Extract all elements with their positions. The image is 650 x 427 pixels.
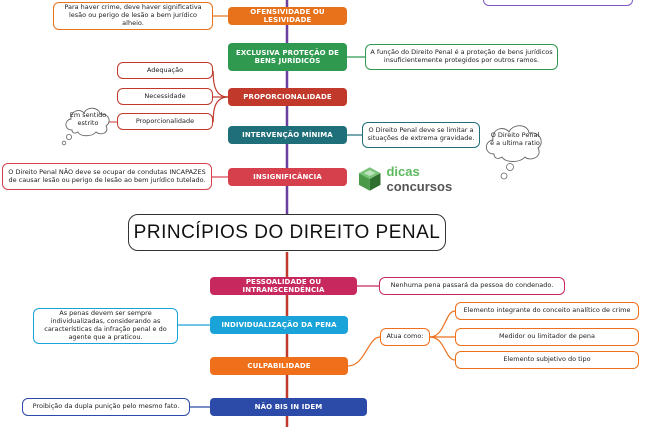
necessidade-box: Necessidade [117, 88, 213, 105]
cloud-sentido-estrito [65, 107, 110, 137]
cropped-note-box [483, 0, 633, 6]
node-insignificancia: INSIGNIFICÂNCIA [228, 168, 347, 186]
atua-como-box: Atua como: [380, 328, 430, 346]
insignificancia-note: O Direito Penal NÃO deve se ocupar de co… [2, 163, 212, 190]
adequacao-box: Adequação [117, 62, 213, 79]
node-exclusiva-protecao: EXCLUSIVA PROTEÇÃO DE BENS JURÍDICOS [228, 43, 347, 71]
elemento-subjetivo-box: Elemento subjetivo do tipo [455, 351, 639, 369]
elemento-integrante-box: Elemento integrante do conceito analític… [455, 302, 639, 320]
node-pessoalidade: PESSOALIDADE OU INTRANSCENDÊNCIA [210, 277, 357, 295]
cloud-tail-right [500, 163, 514, 180]
cloud-tail-left [61, 134, 72, 146]
brand-cube-icon [358, 167, 381, 191]
exclusiva-note: A função do Direito Penal é a proteção d… [365, 44, 558, 70]
node-non-bis-in-idem: NÃO BIS IN IDEM [210, 398, 367, 416]
sentido-estrito-text: Em sentido estrito [69, 111, 107, 127]
brand-name: dicas concursos [386, 164, 487, 194]
individualizacao-note: As penas devem ser sempre individualizad… [33, 308, 178, 344]
node-ofensividade: OFENSIVIDADE OU LESIVIDADE [228, 7, 347, 25]
cloud-ultima-ratio [485, 125, 542, 162]
medidor-box: Medidor ou limitador de pena [455, 328, 639, 346]
ultima-ratio-text: O Direito Penal é a ultima ratio [490, 131, 540, 147]
brand-logo: dicas concursos [357, 164, 487, 194]
proporcionalidade-estrito-box: Proporcionalidade [117, 113, 213, 130]
pessoalidade-note: Nenhuma pena passará da pessoa do conden… [379, 277, 565, 295]
ofensividade-note: Para haver crime, deve haver significati… [53, 2, 213, 30]
node-proporcionalidade: PROPORCIONALIDADE [228, 88, 347, 106]
node-intervencao-minima: INTERVENÇÃO MÍNIMA [228, 126, 347, 144]
page-title: PRINCÍPIOS DO DIREITO PENAL [128, 214, 446, 251]
node-culpabilidade: CULPABILIDADE [210, 357, 348, 375]
intervencao-note: O Direito Penal deve se limitar a situaç… [362, 122, 480, 148]
brand-part2: concursos [386, 179, 453, 194]
node-individualizacao: INDIVIDUALIZAÇÃO DA PENA [210, 316, 348, 334]
nonbis-note: Proibição da dupla punição pelo mesmo fa… [22, 398, 190, 416]
brand-part1: dicas [386, 164, 420, 179]
